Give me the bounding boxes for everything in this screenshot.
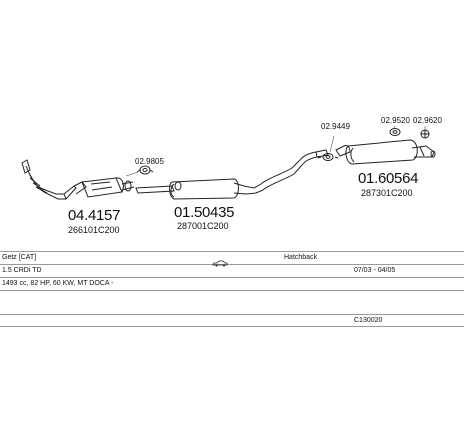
vehicle-model: Getz [CAT] [2,254,37,261]
exhaust-diagram: 02.9805 02.9449 02.9520 02.9620 04.4157 … [21,116,442,235]
front-pipe-part-number: 04.4157 [68,207,121,224]
rear-silencer-part-number: 01.60564 [358,170,419,187]
production-period: 07/03 - 04/05 [354,267,396,274]
catalog-code: C130020 [354,317,383,324]
clamp-4-number: 02.9620 [413,116,442,125]
table-divider [0,251,464,252]
car-icon-svg [212,260,228,267]
leader-line [393,125,396,129]
leader-line [329,135,335,153]
clamp-drawing-1 [136,165,154,175]
clamp-2-number: 02.9449 [321,122,350,131]
table-divider [0,290,464,291]
clamp-drawing-4 [420,129,430,139]
leader-line [125,171,139,177]
center-silencer-drawing [135,151,318,200]
table-divider [0,326,464,327]
vehicle-engine: 1.5 CRDi TD [2,267,42,274]
clamp-1-number: 02.9805 [135,157,164,166]
center-silencer-oe-number: 287001C200 [177,221,229,231]
clamp-drawing-2 [317,153,339,161]
rear-silencer-oe-number: 287301C200 [361,188,413,198]
clamp-3-number: 02.9520 [381,116,410,125]
car-icon [212,254,228,267]
rear-silencer-drawing [315,139,436,165]
front-pipe-drawing [21,159,135,200]
front-pipe-oe-number: 266101C200 [68,225,120,235]
clamp-drawing-3 [389,128,401,136]
table-divider [0,264,464,265]
table-divider [0,277,464,278]
exhaust-system-drawing [21,125,436,200]
engine-specs: 1493 cc, 82 HP, 60 KW, MT DOCA - [2,280,114,287]
vehicle-body: Hatchback [284,254,318,261]
table-divider [0,314,464,315]
center-silencer-part-number: 01.50435 [174,204,235,221]
